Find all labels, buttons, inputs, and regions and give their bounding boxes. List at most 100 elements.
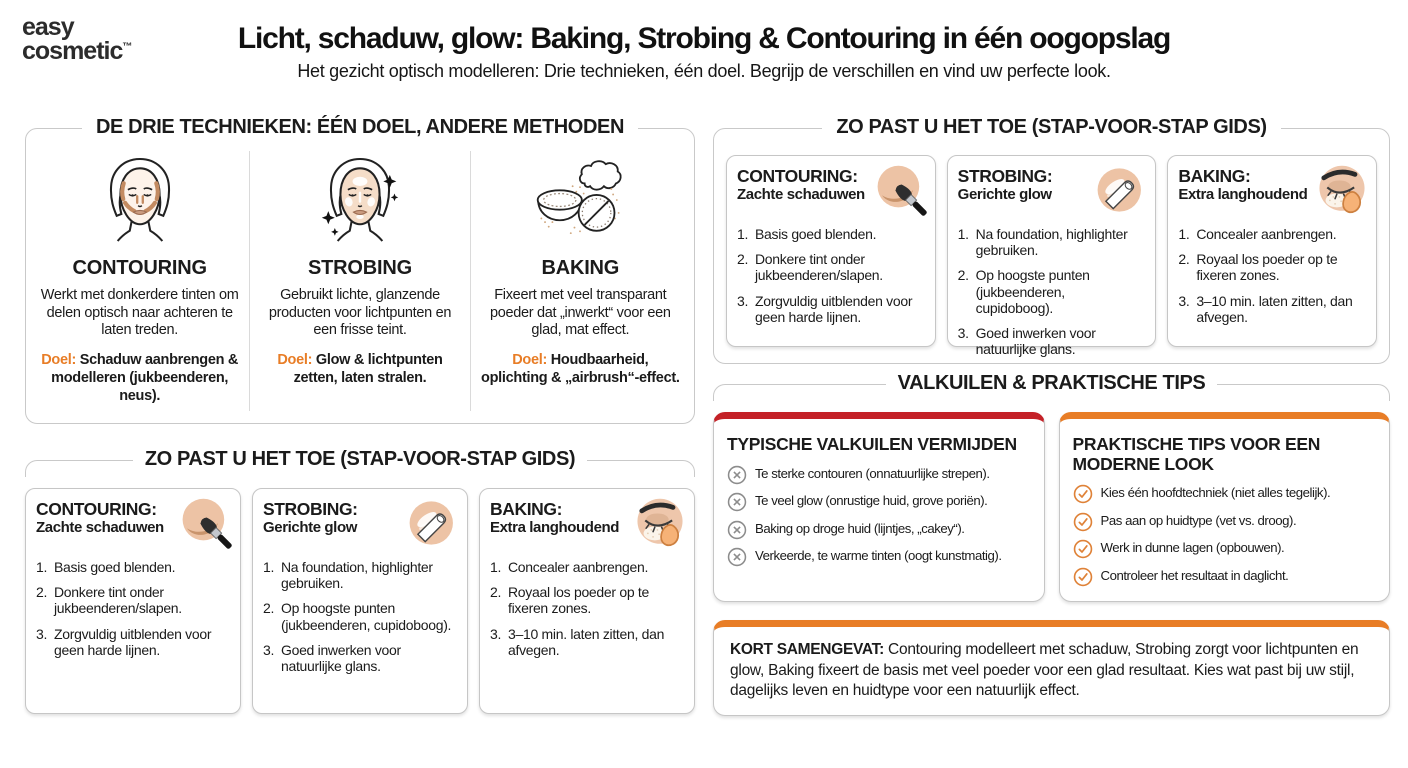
pitfall-item: Verkeerde, te warme tinten (oogt kunstma… bbox=[727, 547, 1031, 567]
technique-strobing: STROBING Gebruikt lichte, glanzende prod… bbox=[249, 151, 469, 411]
step-item: Goed inwerken voor natuurlijke glans. bbox=[281, 641, 401, 675]
powder-jar-icon bbox=[534, 151, 626, 249]
trademark-symbol: ™ bbox=[122, 41, 133, 53]
finger-highlight-icon bbox=[1095, 164, 1147, 216]
step-card-subtitle: Gerichte glow bbox=[957, 185, 1052, 203]
step-card-baking: BAKING: Extra langhoudend bbox=[479, 488, 695, 714]
summary-box: KORT SAMENGEVAT: Contouring modelleert m… bbox=[713, 620, 1390, 716]
techniques-panel: DE DRIE TECHNIEKEN: ÉÉN DOEL, ANDERE MET… bbox=[25, 116, 695, 424]
techniques-panel-title: DE DRIE TECHNIEKEN: ÉÉN DOEL, ANDERE MET… bbox=[26, 116, 694, 139]
step-list: Na foundation, highlighter gebruiken. Op… bbox=[958, 226, 1146, 358]
tips-title: PRAKTISCHE TIPS VOOR EEN MODERNE LOOK bbox=[1072, 434, 1321, 474]
step-card-technique: STROBING: bbox=[957, 166, 1053, 186]
header: easy cosmetic™ Licht, schaduw, glow: Bak… bbox=[0, 0, 1408, 82]
pitfalls-tips-header: VALKUILEN & PRAKTISCHE TIPS bbox=[713, 372, 1390, 400]
technique-name: BAKING bbox=[541, 257, 620, 279]
technique-goal: Doel: Glow & lichtpunten zetten, laten s… bbox=[260, 351, 459, 387]
goal-label: Doel: bbox=[41, 352, 76, 369]
step-item: Donkere tint onder jukbeenderen/slapen. bbox=[54, 584, 182, 617]
goal-text: Houdbaarheid, oplichting & „airbrush“-ef… bbox=[481, 352, 680, 387]
page-title: Licht, schaduw, glow: Baking, Strobing &… bbox=[237, 22, 1171, 55]
eye-sponge-icon bbox=[634, 497, 686, 549]
step-card-technique: BAKING: bbox=[490, 499, 563, 519]
technique-name: STROBING bbox=[308, 257, 412, 279]
tip-item: Kies één hoofdtechniek (niet alles tegel… bbox=[1073, 484, 1377, 504]
steps-panel-bottom: ZO PAST U HET TOE (STAP-VOOR-STAP GIDS) … bbox=[25, 448, 695, 714]
technique-description: Werkt met donkerdere tinten om delen opt… bbox=[40, 287, 239, 339]
step-item: Royaal los poeder op te fixeren zones. bbox=[508, 584, 649, 617]
check-circle-icon bbox=[1073, 567, 1092, 586]
step-item: Basis goed blenden. bbox=[54, 559, 176, 575]
cross-circle-icon bbox=[727, 492, 747, 512]
summary-label: KORT SAMENGEVAT: bbox=[730, 641, 884, 659]
logo-line1: easy bbox=[22, 13, 75, 41]
finger-highlight-icon bbox=[407, 497, 459, 549]
goal-label: Doel: bbox=[512, 352, 548, 369]
page-subtitle: Het gezicht optisch modelleren: Drie tec… bbox=[297, 61, 1111, 81]
step-card-subtitle: Gerichte glow bbox=[263, 518, 357, 536]
eye-sponge-icon bbox=[1316, 164, 1368, 216]
pitfall-item: Te sterke contouren (onnatuurlijke strep… bbox=[727, 465, 1031, 485]
technique-baking: BAKING Fixeert met veel transparant poed… bbox=[469, 151, 690, 411]
step-card-technique: BAKING: bbox=[1178, 166, 1251, 186]
tip-item: Pas aan op huidtype (vet vs. droog). bbox=[1073, 512, 1377, 532]
tip-item: Controleer het resultaat in daglicht. bbox=[1073, 567, 1377, 587]
step-item: Goed inwerken voor natuurlijke glans. bbox=[975, 325, 1096, 358]
step-list: Basis goed blenden. Donkere tint onder j… bbox=[737, 226, 925, 325]
strobing-face-icon bbox=[319, 151, 401, 249]
step-card-strobing: STROBING: Gerichte glow bbox=[946, 155, 1157, 357]
step-item: Concealer aanbrengen. bbox=[508, 559, 649, 575]
step-item: 3–10 min. laten zitten, dan afvegen. bbox=[508, 625, 665, 658]
pitfalls-card: TYPISCHE VALKUILEN VERMIJDEN Te sterke c… bbox=[713, 412, 1045, 603]
step-card-baking: BAKING: Extra langhoudend bbox=[1167, 155, 1378, 347]
right-column: ZO PAST U HET TOE (STAP-VOOR-STAP GIDS) … bbox=[713, 116, 1390, 716]
pitfall-item: Baking op droge huid (lijntjes, „cakey“)… bbox=[727, 520, 1031, 540]
contouring-face-icon bbox=[99, 151, 181, 249]
step-card-contouring: CONTOURING: Zachte schaduwen bbox=[726, 155, 936, 347]
step-card-contouring: CONTOURING: Zachte schaduwen bbox=[25, 488, 241, 714]
goal-label: Doel: bbox=[277, 352, 313, 369]
technique-goal: Doel: Houdbaarheid, oplichting & „airbru… bbox=[481, 351, 680, 387]
step-item: 3–10 min. laten zitten, dan afvegen. bbox=[1196, 292, 1353, 325]
easycosmetic-logo: easy cosmetic™ bbox=[22, 13, 133, 65]
step-list: Concealer aanbrengen. Royaal los poeder … bbox=[1178, 226, 1366, 325]
step-item: Op hoogste punten (jukbeenderen, cupidob… bbox=[281, 600, 452, 633]
logo-line2: cosmetic™ bbox=[22, 36, 133, 65]
pitfall-item: Te veel glow (onrustige huid, grove pori… bbox=[727, 492, 1031, 512]
pitfalls-tips-row: TYPISCHE VALKUILEN VERMIJDEN Te sterke c… bbox=[713, 412, 1390, 603]
step-list: Concealer aanbrengen. Royaal los poeder … bbox=[490, 559, 684, 658]
left-column: DE DRIE TECHNIEKEN: ÉÉN DOEL, ANDERE MET… bbox=[25, 116, 695, 716]
step-item: Donkere tint onder jukbeenderen/slapen. bbox=[755, 251, 883, 284]
cross-circle-icon bbox=[727, 547, 747, 567]
step-item: Concealer aanbrengen. bbox=[1196, 226, 1337, 242]
step-card-technique: CONTOURING: bbox=[737, 166, 858, 186]
summary-text: KORT SAMENGEVAT: Contouring modelleert m… bbox=[730, 641, 1359, 700]
check-circle-icon bbox=[1073, 512, 1092, 531]
goal-text: Glow & lichtpunten zetten, laten stralen… bbox=[293, 352, 443, 387]
steps-panel-title: ZO PAST U HET TOE (STAP-VOOR-STAP GIDS) bbox=[144, 448, 576, 470]
technique-goal: Doel: Schaduw aanbrengen & modelleren (j… bbox=[40, 351, 239, 405]
content-grid: DE DRIE TECHNIEKEN: ÉÉN DOEL, ANDERE MET… bbox=[0, 116, 1408, 716]
steps-cards-row: CONTOURING: Zachte schaduwen bbox=[726, 155, 1378, 357]
check-circle-icon bbox=[1073, 484, 1092, 504]
header-text: Licht, schaduw, glow: Baking, Strobing &… bbox=[0, 0, 1408, 82]
pitfalls-tips-title: VALKUILEN & PRAKTISCHE TIPS bbox=[897, 372, 1206, 394]
technique-contouring: CONTOURING Werkt met donkerdere tinten o… bbox=[30, 151, 249, 411]
brush-cheek-icon bbox=[875, 164, 927, 216]
pitfalls-title: TYPISCHE VALKUILEN VERMIJDEN bbox=[727, 434, 1017, 454]
step-item: Basis goed blenden. bbox=[755, 226, 877, 242]
cross-circle-icon bbox=[727, 520, 747, 539]
technique-name: CONTOURING bbox=[72, 257, 208, 279]
step-item: Na foundation, highlighter gebruiken. bbox=[975, 226, 1128, 259]
step-item: Zorgvuldig uitblenden voor geen harde li… bbox=[54, 625, 212, 658]
techniques-columns: CONTOURING Werkt met donkerdere tinten o… bbox=[26, 129, 694, 423]
technique-description: Gebruikt lichte, glanzende producten voo… bbox=[268, 287, 452, 339]
goal-text: Schaduw aanbrengen & modelleren (jukbeen… bbox=[51, 352, 239, 405]
tip-item: Werk in dunne lagen (opbouwen). bbox=[1073, 539, 1377, 559]
step-card-subtitle: Extra langhoudend bbox=[1178, 185, 1308, 203]
brush-cheek-icon bbox=[180, 497, 232, 549]
step-card-technique: CONTOURING: bbox=[36, 499, 157, 519]
steps-panel-title: ZO PAST U HET TOE (STAP-VOOR-STAP GIDS) bbox=[714, 116, 1389, 139]
step-item: Na foundation, highlighter gebruiken. bbox=[281, 559, 433, 592]
